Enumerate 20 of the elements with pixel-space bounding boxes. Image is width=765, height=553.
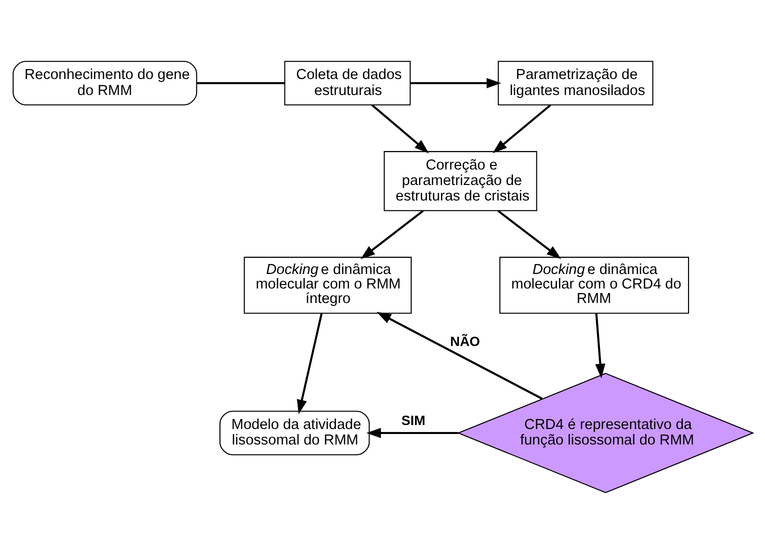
node-box: Docking e dinâmica molecular com o CRD4 do RMM xyxy=(498,256,689,314)
arrow xyxy=(492,104,551,153)
arrow xyxy=(410,78,501,88)
arrow xyxy=(594,312,605,378)
connector xyxy=(196,82,284,84)
arrow xyxy=(370,104,428,153)
arrow xyxy=(366,427,458,438)
node-diamond: CRD4 é representativo da função lisossomal do RMM xyxy=(456,372,754,493)
edge-label: SIM xyxy=(400,412,425,428)
node-box: Parametrização de ligantes manosilados xyxy=(497,60,653,105)
arrow xyxy=(376,311,542,400)
arrow xyxy=(496,210,561,259)
node-box: Docking e dinâmica molecular com o RMM íntegro xyxy=(243,256,412,314)
node-box: Coleta de dados estruturais xyxy=(284,60,410,105)
arrow xyxy=(360,210,424,259)
node-box: Correção e parametrização de estruturas de cristais xyxy=(383,150,537,211)
edge-label: NÃO xyxy=(450,333,480,348)
node-box: Modelo da atividade lisossomal do RMM xyxy=(218,410,370,455)
arrow xyxy=(296,312,322,414)
node-box: Reconhecimento do gene do RMM xyxy=(12,60,197,105)
